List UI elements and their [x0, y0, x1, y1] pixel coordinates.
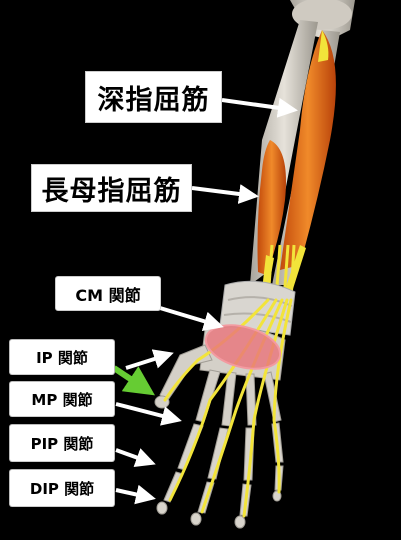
mp-label: MP 関節: [9, 381, 115, 417]
ip-green-arrow: [112, 365, 155, 396]
pointer-arrows: [115, 97, 298, 505]
finger-bones: [156, 422, 284, 529]
dip-label: DIP 関節: [9, 469, 115, 507]
pip-label: PIP 関節: [9, 424, 115, 462]
fdp-muscle: [280, 30, 336, 292]
cm-joint-highlight: [204, 324, 282, 370]
ip-label: IP 関節: [9, 339, 115, 375]
fpl-label: 長母指屈筋: [31, 164, 192, 212]
cm-label: CM 関節: [55, 276, 161, 311]
fdp-label: 深指屈筋: [85, 71, 222, 123]
